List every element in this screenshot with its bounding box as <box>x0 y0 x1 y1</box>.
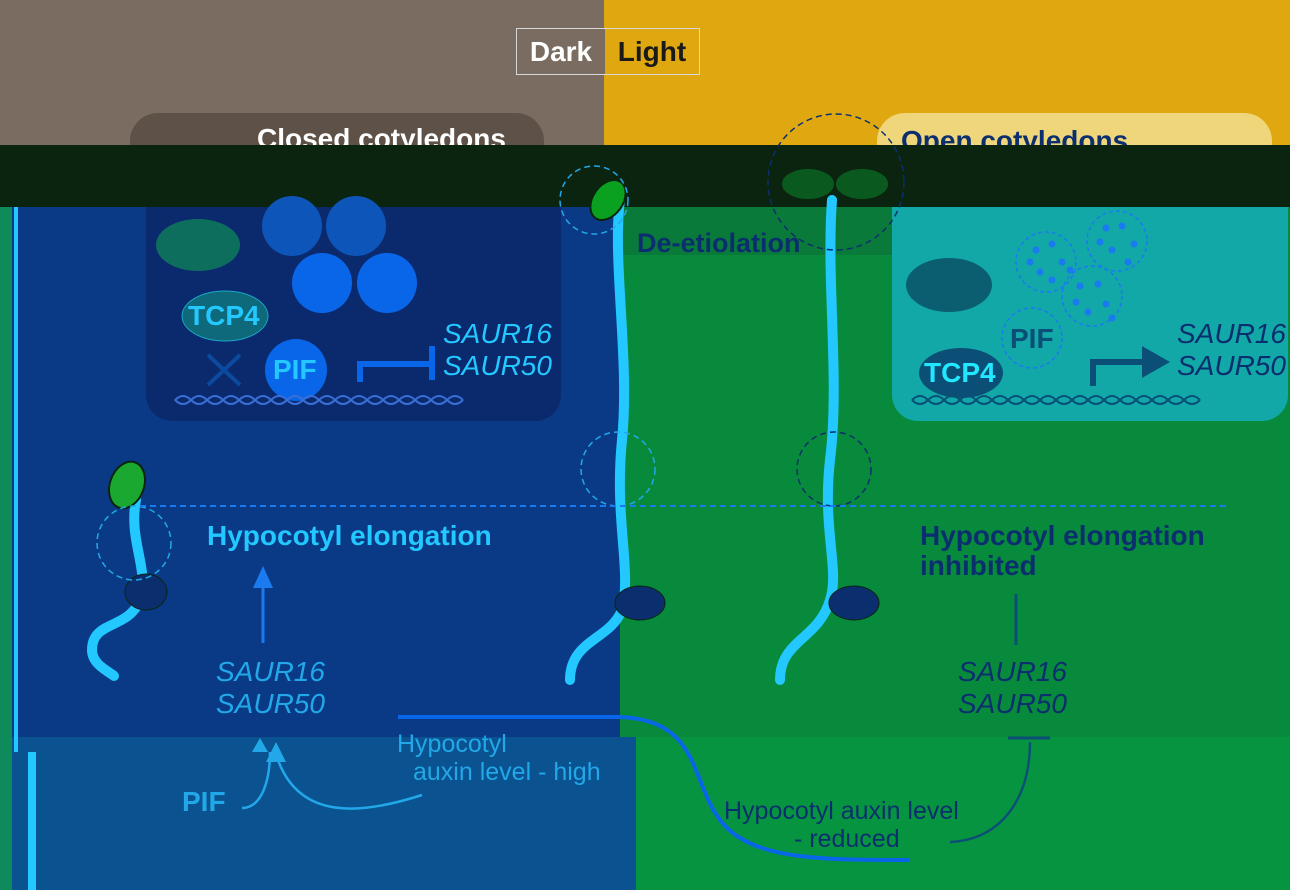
light-region-lower <box>636 737 1290 890</box>
inhibit-x-icon <box>206 353 242 387</box>
seedling-icon <box>86 460 172 681</box>
light-label: Light <box>605 29 699 74</box>
dark-label: Dark <box>517 29 605 74</box>
up-arrow-icon <box>253 566 273 643</box>
saur16-lower: SAUR16 <box>216 656 325 687</box>
tcp4-label: TCP4 <box>188 300 260 331</box>
hypocotyl-inhibited-line1: Hypocotyl elongation <box>920 520 1205 551</box>
left-edge-line-lower <box>28 752 36 890</box>
pif-cluster-circle <box>262 196 322 256</box>
middle-column <box>620 207 892 255</box>
hypocotyl-elongation-label: Hypocotyl elongation <box>207 520 492 551</box>
saur16-gene: SAUR16 <box>443 318 552 349</box>
saur50-gene-light: SAUR50 <box>1177 350 1286 381</box>
black-glitch-band <box>0 145 1290 207</box>
pif-cluster-circle <box>357 253 417 313</box>
dna-strand-icon <box>911 395 1201 405</box>
pif-cluster-circle <box>326 196 386 256</box>
seedling-icon <box>559 165 666 685</box>
dna-strand-icon <box>174 395 464 405</box>
degraded-pif-circles <box>1001 210 1148 369</box>
activation-arrow-icon <box>1090 346 1170 386</box>
tcp4-label-light: TCP4 <box>924 357 996 388</box>
auxin-high-line2: auxin level - high <box>413 758 601 786</box>
dark-panel-title: Closed cotyledons <box>257 123 506 145</box>
auxin-connector-curve <box>398 715 911 862</box>
saur16-lower-light: SAUR16 <box>958 656 1067 687</box>
nucleus-oval <box>906 258 992 312</box>
auxin-curve-line <box>949 741 1032 844</box>
nucleus-oval <box>156 219 240 271</box>
pif-label-light: PIF <box>1010 323 1054 354</box>
left-edge-line <box>14 207 18 752</box>
light-panel-title: Open cotyledons <box>901 125 1129 145</box>
dark-light-toggle: Dark Light <box>516 28 700 75</box>
light-title-pill: Open cotyledons <box>877 113 1272 145</box>
auxin-reduced-line1: Hypocotyl auxin level <box>724 797 959 825</box>
tcp4-oval <box>919 348 1003 398</box>
saur50-gene: SAUR50 <box>443 350 552 381</box>
degraded-pif-dots <box>1026 222 1138 322</box>
repression-bar-icon <box>357 346 435 382</box>
saur50-lower-light: SAUR50 <box>958 688 1067 719</box>
hypocotyl-inhibited-line2: inhibited <box>920 550 1037 581</box>
left-edge-strip <box>0 207 12 890</box>
pif-cluster-circle <box>292 253 352 313</box>
seedling-icon <box>767 113 905 685</box>
pif-label: PIF <box>273 354 317 385</box>
dark-region-lower <box>0 737 636 890</box>
pif-curve-arrow <box>241 751 272 810</box>
up-arrow-icon <box>252 738 268 752</box>
tcp4-oval <box>181 290 269 342</box>
auxin-reduced-line2: - reduced <box>794 825 900 853</box>
pif-lower-label: PIF <box>182 786 226 817</box>
pif-circle <box>265 339 327 401</box>
up-arrow-icon <box>266 742 286 762</box>
de-etiolation-label: De-etiolation <box>637 228 801 258</box>
auxin-high-line1: Hypocotyl <box>397 730 507 758</box>
saur50-lower: SAUR50 <box>216 688 325 719</box>
auxin-curve-arrow <box>276 759 423 810</box>
saur16-gene-light: SAUR16 <box>1177 318 1286 349</box>
dark-title-pill: Closed cotyledons <box>130 113 544 145</box>
